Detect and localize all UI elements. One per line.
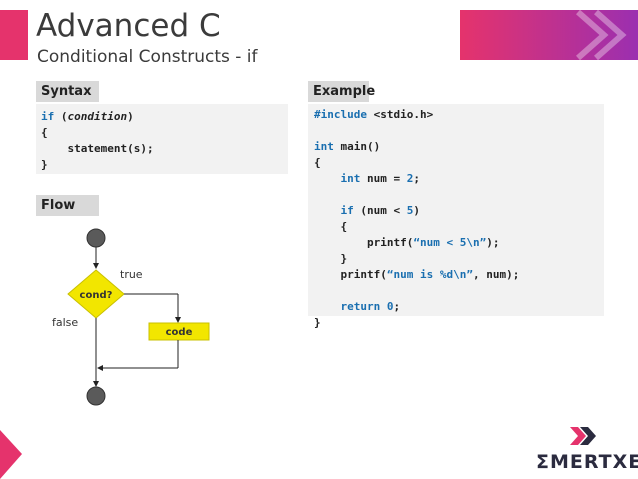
decision-label: cond?	[80, 290, 113, 301]
code-line: {	[314, 220, 348, 233]
example-code-box: #include <stdio.h> int main() { int num …	[308, 104, 604, 329]
code-line: int num = 2;	[314, 172, 420, 185]
code-line: }	[314, 252, 348, 265]
true-label: true	[120, 268, 143, 281]
code-box	[148, 322, 210, 341]
corner-triangle	[0, 430, 22, 479]
syntax-line: }	[41, 158, 48, 171]
accent-bar	[0, 10, 28, 60]
syntax-line: {	[41, 126, 48, 139]
syntax-label: Syntax	[36, 81, 99, 102]
code-line: if (num < 5)	[314, 204, 420, 217]
logo-mark-icon	[570, 427, 596, 445]
syntax-line: if (condition)	[41, 110, 134, 123]
header-banner	[460, 10, 638, 60]
end-node	[86, 386, 106, 406]
logo-text: ΣMERTXE	[536, 451, 638, 473]
code-line: return 0;	[314, 300, 401, 313]
code-line: #include <stdio.h>	[314, 108, 434, 121]
code-line	[314, 283, 604, 299]
chevron-icon	[576, 10, 627, 60]
mertxe-logo	[570, 427, 596, 445]
example-label: Example	[308, 81, 375, 102]
code-line: printf(“num is %d\n”, num);	[314, 268, 520, 281]
code-line: printf(“num < 5\n”);	[314, 236, 500, 249]
code-box-label: code	[166, 327, 193, 338]
code-line: int main()	[314, 140, 381, 153]
code-line: }	[314, 316, 321, 329]
syntax-code-box: if (condition) { statement(s); }	[36, 104, 288, 174]
flowchart: cond? true code false	[52, 228, 210, 406]
code-line	[314, 123, 604, 139]
page-subtitle: Conditional Constructs - if	[37, 47, 258, 67]
code-line: {	[314, 156, 321, 169]
syntax-line: statement(s);	[41, 142, 154, 155]
page-title: Advanced C	[36, 8, 221, 44]
start-node	[86, 228, 106, 248]
code-line	[314, 187, 604, 203]
flow-label: Flow	[36, 195, 99, 216]
false-label: false	[52, 316, 78, 329]
